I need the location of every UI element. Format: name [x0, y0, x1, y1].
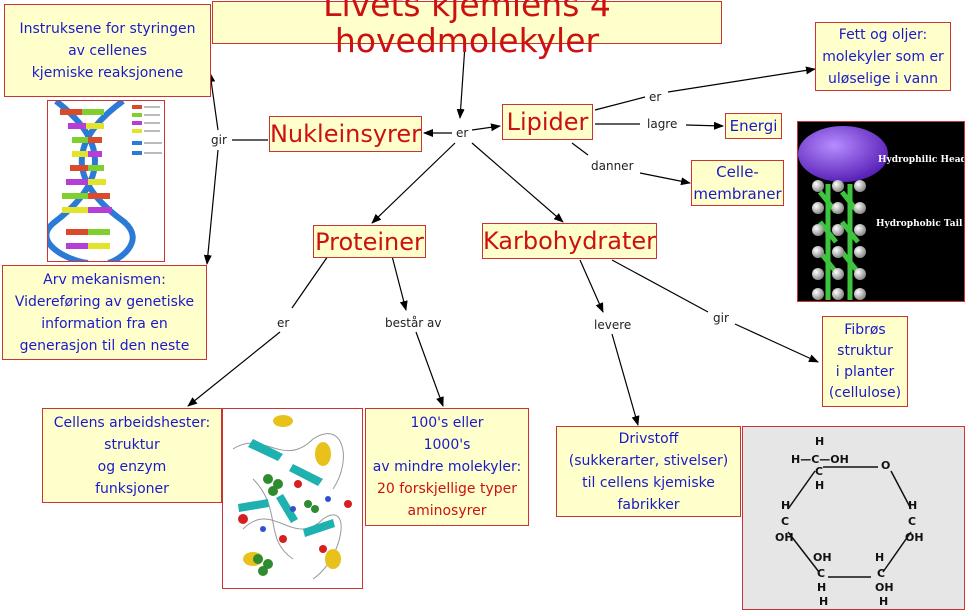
node-karbohydrater: Karbohydrater [482, 223, 657, 259]
node-text: funksjoner [95, 480, 169, 497]
link-label-gir-karbo: gir [711, 311, 731, 325]
node-drivstoff: Drivstoff (sukkerarter, stivelser) til c… [556, 426, 741, 517]
node-text: generasjon til den neste [19, 337, 190, 354]
atom-label: H [815, 479, 824, 492]
node-text: Lipider [506, 108, 589, 136]
link-label-levere: levere [592, 318, 634, 332]
atom-label: OH [905, 531, 924, 544]
node-aminosyrer: 100's eller 1000's av mindre molekyler: … [365, 408, 529, 526]
node-instruksene: Instruksene for styringen av cellenes kj… [4, 4, 211, 97]
node-text: struktur [104, 436, 160, 453]
link-label-lagre: lagre [645, 117, 680, 131]
node-proteiner: Proteiner [313, 225, 426, 258]
node-text: struktur [837, 342, 893, 359]
node-text: 100's eller [410, 415, 484, 431]
atom-label: H [908, 499, 917, 512]
node-text: Cellens arbeidshester: [53, 414, 211, 431]
page-title: Livets kjemiens 4 hovedmolekyler [212, 0, 722, 58]
node-text: til cellens kjemiske [582, 474, 715, 491]
hydrophilic-head-label: Hydrophilic Head [878, 155, 965, 165]
node-text: kjemiske reaksjonene [31, 64, 184, 81]
link-label-er-protein: er [275, 316, 292, 330]
link-label-er-lipid: er [647, 90, 664, 104]
node-fett-og-oljer: Fett og oljer: molekyler som er uløselig… [815, 22, 951, 91]
node-text: av cellenes [68, 42, 147, 59]
node-text: Fett og oljer: [838, 26, 928, 43]
node-text: fabrikker [617, 496, 680, 513]
link-label-danner: danner [589, 159, 636, 173]
atom-label: O [881, 459, 890, 472]
node-text: (sukkerarter, stivelser) [568, 452, 729, 469]
node-text: Arv mekanismen: [43, 271, 166, 288]
node-text: molekyler som er [822, 48, 944, 65]
node-text-red: aminosyrer [407, 503, 487, 519]
node-text: Drivstoff [618, 430, 679, 447]
node-energi: Energi [725, 113, 782, 139]
dna-helix-image [47, 100, 165, 262]
node-text: membraner [693, 185, 782, 203]
atom-label: H [781, 499, 790, 512]
glucose-structure-image: H H—C—OH C H O H C OH H C OH OH H C H C … [742, 426, 965, 610]
atom-label: C [815, 465, 823, 478]
atom-label: OH [775, 531, 794, 544]
link-label-er: er [454, 126, 471, 140]
atom-label: C [877, 567, 885, 580]
node-text: (cellulose) [828, 384, 902, 401]
atom-label: C [817, 567, 825, 580]
node-fibros: Fibrøs struktur i planter (cellulose) [822, 316, 908, 407]
node-text: 1000's [423, 437, 471, 453]
link-label-bestar-av: består av [383, 316, 444, 330]
node-text-red: 20 forskjellige typer [376, 481, 518, 497]
node-text: Celle- [716, 163, 759, 181]
node-lipider: Lipider [502, 104, 593, 140]
atom-label: C [908, 515, 916, 528]
node-text: Instruksene for styringen [19, 20, 196, 37]
node-text: Proteiner [315, 227, 424, 256]
node-text: uløselige i vann [828, 70, 938, 87]
atom-label: H [879, 595, 888, 608]
node-text: information fra en [41, 315, 168, 332]
node-arv-mekanismen: Arv mekanismen: Videreføring av genetisk… [2, 265, 207, 360]
atom-label: H—C—OH [791, 453, 849, 466]
phospholipid-image: Hydrophilic Head Hydrophobic Tail [797, 121, 965, 302]
atom-label: H [817, 581, 826, 594]
page-title-text: Livets kjemiens 4 hovedmolekyler [323, 0, 611, 60]
node-cellemembraner: Celle- membraner [691, 160, 784, 206]
node-text: Fibrøs [844, 321, 886, 338]
atom-label: C [781, 515, 789, 528]
node-text: Videreføring av genetiske [14, 293, 195, 310]
node-nukleinsyrer: Nukleinsyrer [269, 116, 422, 152]
atom-label: H [815, 435, 824, 448]
node-arbeidshester: Cellens arbeidshester: struktur og enzym… [42, 408, 222, 503]
hydrophobic-tail-label: Hydrophobic Tail [876, 219, 963, 229]
protein-structure-image [222, 408, 363, 589]
node-text: og enzym [97, 458, 167, 475]
node-text: Nukleinsyrer [269, 120, 422, 148]
atom-label: H [819, 595, 828, 608]
node-text: Karbohydrater [482, 227, 657, 255]
link-label-gir: gir [209, 133, 229, 147]
node-text: Energi [729, 117, 778, 135]
atom-label: OH [813, 551, 832, 564]
node-text: i planter [835, 363, 895, 380]
atom-label: OH [875, 581, 894, 594]
atom-label: H [875, 551, 884, 564]
node-text: av mindre molekyler: [372, 459, 522, 475]
